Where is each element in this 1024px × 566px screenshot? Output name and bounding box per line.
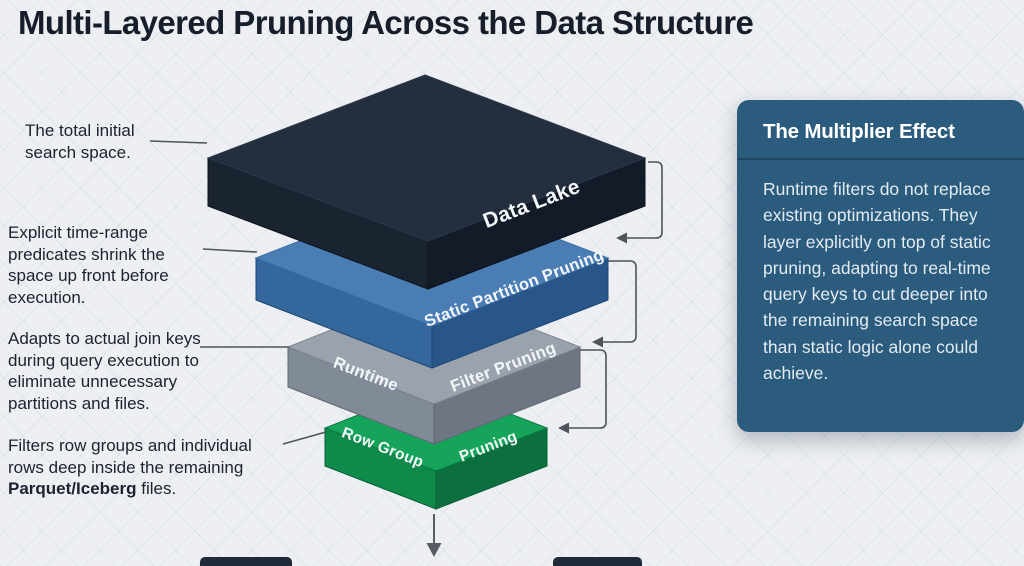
connector-runtime-to-rowgroup	[568, 349, 607, 429]
connector-datalake-to-static	[626, 161, 663, 239]
bottom-partial-shape-left	[200, 557, 292, 566]
annotation-runtime-filter-text: Adapts to actual join keys during query …	[8, 329, 201, 413]
annotation-static-pruning-text: Explicit time-range predicates shrink th…	[8, 223, 169, 307]
annotation-static-pruning: Explicit time-range predicates shrink th…	[8, 222, 196, 308]
annotation-row-group: Filters row groups and individual rows d…	[8, 435, 286, 500]
layer-row-group-pruning: Row Group Pruning	[323, 384, 549, 510]
card-title: The Multiplier Effect	[737, 100, 1024, 160]
down-arrow-icon	[426, 514, 442, 557]
connector-static-to-runtime	[602, 260, 637, 343]
layer-data-lake: Data Lake	[206, 74, 647, 290]
connector-annotation-4	[282, 431, 327, 445]
connector-annotation-2	[202, 248, 258, 253]
bottom-partial-shape-right	[553, 557, 642, 566]
connector-annotation-1	[149, 140, 208, 144]
annotation-row-group-text-after: files.	[136, 479, 177, 499]
card-body-text: Runtime filters do not replace existing …	[763, 179, 991, 383]
annotation-row-group-text-before: Filters row groups and individual rows d…	[8, 436, 252, 477]
annotation-search-space: The total initial search space.	[25, 120, 165, 163]
data-lake-top-face	[206, 74, 647, 242]
arrow-into-static-icon	[616, 232, 627, 244]
page-title: Multi-Layered Pruning Across the Data St…	[18, 4, 754, 41]
arrow-into-rowgroup-icon	[558, 422, 569, 434]
annotation-row-group-text-bold: Parquet/Iceberg	[8, 479, 137, 499]
multiplier-effect-card: The Multiplier Effect Runtime filters do…	[737, 100, 1024, 432]
annotation-search-space-text: The total initial search space.	[25, 121, 135, 162]
arrow-into-runtime-icon	[592, 336, 603, 348]
annotation-runtime-filter: Adapts to actual join keys during query …	[8, 328, 216, 414]
